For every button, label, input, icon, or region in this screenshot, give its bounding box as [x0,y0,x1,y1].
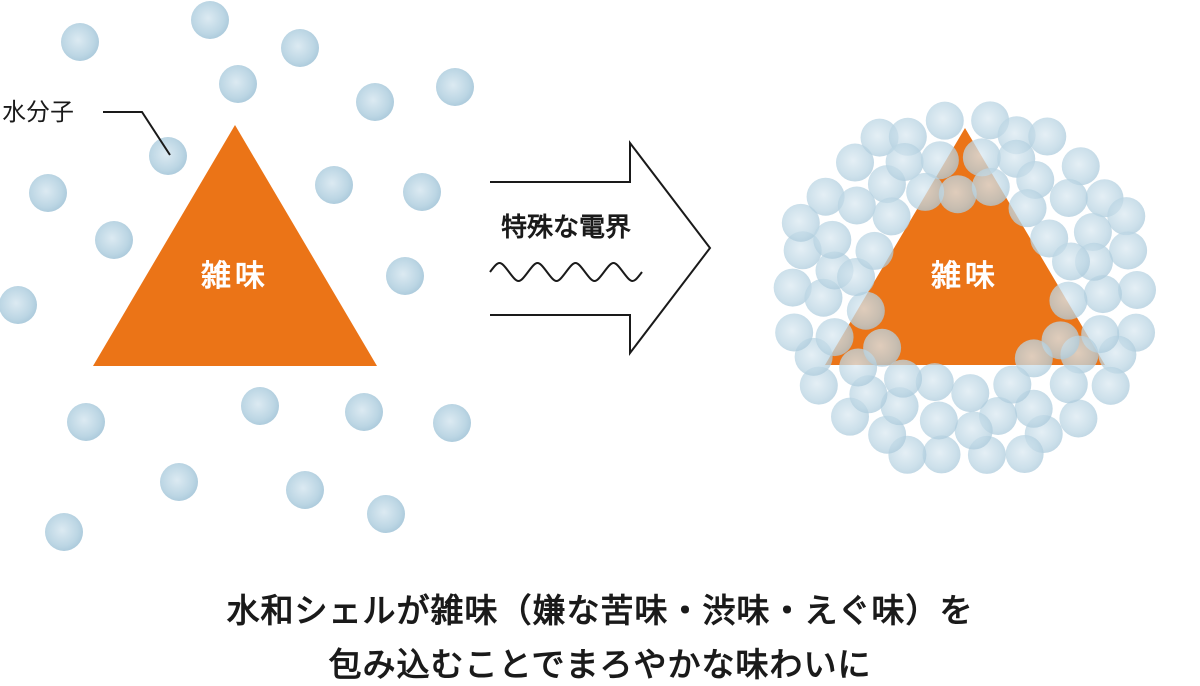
water-molecule [281,29,319,67]
water-molecule [846,291,885,330]
water-molecule [813,220,852,259]
water-molecule [149,137,187,175]
water-molecule [920,141,959,180]
water-molecule [919,401,958,440]
hydration-shell [773,101,1156,474]
off-flavor-triangle-right [825,128,1105,365]
water-molecule [1059,399,1098,438]
water-molecule [781,203,820,242]
water-molecule [775,313,814,352]
water-molecule [799,366,838,405]
water-molecule [1061,147,1100,186]
water-molecule [835,143,874,182]
water-molecule [993,365,1032,404]
electric-field-label: 特殊な電界 [501,212,631,243]
water-molecule [1041,321,1080,360]
water-molecule [837,186,876,225]
water-molecule [885,142,924,181]
off-flavor-label-right: 雑味 [930,259,999,294]
water-molecule [433,404,471,442]
water-molecule [29,174,67,212]
water-molecule [1091,366,1130,405]
water-molecule [1049,365,1088,404]
water-molecule [855,231,894,270]
water-molecule [160,463,198,501]
off-flavor-triangle-left [93,125,377,366]
water-molecule [1049,178,1088,217]
water-molecule [0,286,37,324]
water-molecule [938,175,977,214]
water-molecule [962,138,1001,177]
leader-line [103,111,171,156]
wave-icon [489,262,643,282]
water-molecule [1118,271,1156,309]
water-molecule [915,363,954,402]
water-molecule [815,318,854,357]
water-molecule [1109,231,1148,270]
water-molecule [863,328,902,367]
water-molecule [61,23,99,61]
water-molecule [191,1,229,39]
water-molecule [773,268,812,307]
water-molecule [95,221,133,259]
water-molecule [345,393,383,431]
water-molecule [403,173,441,211]
water-molecule [286,471,324,509]
water-molecule [1028,117,1067,156]
water-molecule [1005,435,1044,474]
water-molecule [922,435,961,474]
arrow-icon [490,140,712,356]
caption-line-1: 水和シェルが雑味（嫌な苦味・渋味・えぐ味）を [226,591,974,630]
water-molecule [67,403,105,441]
water-molecule [868,415,907,454]
water-molecule [1073,213,1112,252]
water-molecule [906,172,945,211]
water-molecule [1051,242,1090,281]
water-molecule [884,359,923,398]
water-molecule [872,197,911,236]
water-molecule [386,257,424,295]
water-molecule [860,118,899,157]
water-molecule [356,83,394,121]
free-water-molecules [0,1,474,551]
caption-line-2: 包み込むことでまろやかな味わいに [328,645,872,684]
water-molecule [1107,197,1146,236]
water-molecule [45,513,83,551]
water-molecule [315,166,353,204]
water-molecule [951,374,990,413]
water-molecule [367,495,405,533]
water-molecule [1014,339,1053,378]
water-molecule [1049,281,1088,320]
water-molecule-label: 水分子 [2,98,74,126]
water-molecule [1008,189,1047,228]
water-molecule [219,65,257,103]
water-molecule [783,231,822,270]
water-molecule [925,101,964,140]
water-molecule [436,68,474,106]
water-molecule [241,387,279,425]
water-molecule [954,411,993,450]
water-molecule [1083,275,1122,314]
water-molecule [971,167,1010,206]
off-flavor-label-left: 雑味 [200,259,269,294]
water-molecule [806,177,845,216]
